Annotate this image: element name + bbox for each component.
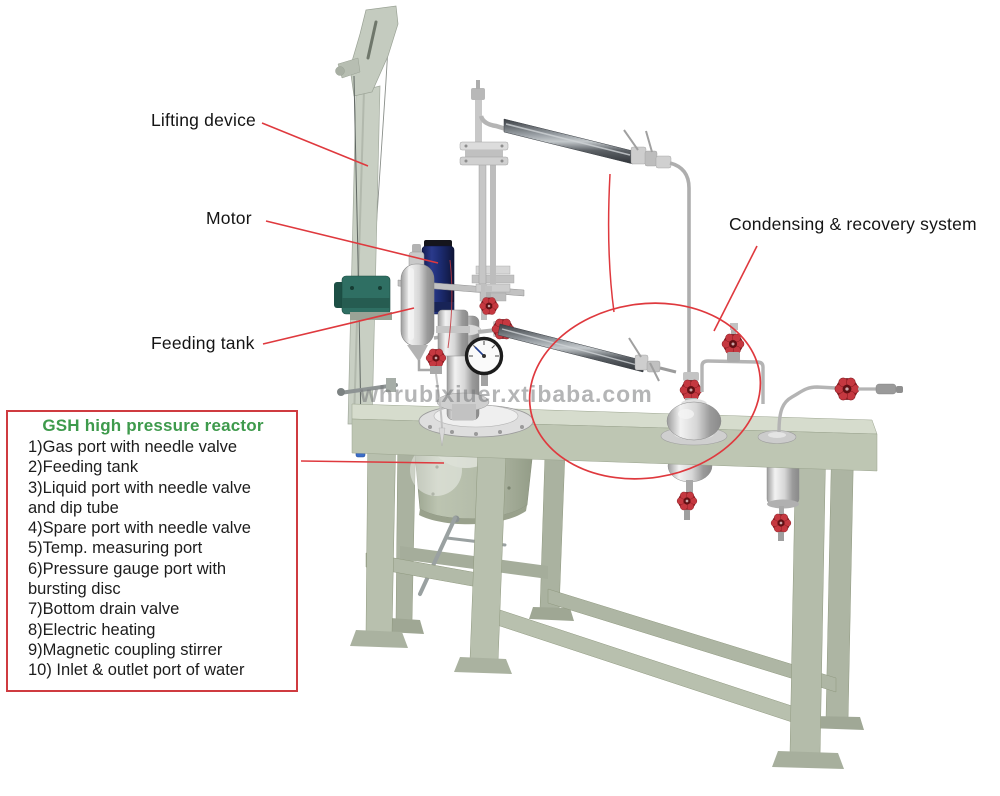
leader-line-motor [265,220,439,264]
leader-line-parts-box [300,460,445,464]
label-condensing-recovery: Condensing & recovery system [729,214,977,234]
parts-list-item: 9)Magnetic coupling stirrer [28,640,223,659]
parts-list: 1)Gas port with needle valve 2)Feeding ta… [28,437,290,681]
lifting-winch-motor [334,275,392,320]
middle-condenser [477,286,677,382]
label-feeding-tank: Feeding tank [151,333,255,353]
condensate-down-pipe [669,161,691,384]
parts-list-title: GSH high pressure reactor [42,416,264,435]
label-lifting-device: Lifting device [151,110,256,130]
leader-line-lifting-device [261,122,369,167]
leader-line-condenser [607,173,615,313]
annotation-ellipse [528,302,762,480]
feeding-tank-vessel [400,244,447,447]
parts-list-item: 6)Pressure gauge port with bursting disc [28,559,227,599]
receiver-tank [666,372,722,441]
spare-port-flange [757,430,797,444]
valve-handwheel [721,333,745,355]
parts-list-item: 3)Liquid port with needle valve and dip … [28,478,251,517]
lifting-mast [334,5,399,458]
parts-list-item: 1)Gas port with needle valve [28,438,238,456]
watermark-text: whrubixiuer.xtibaba.com [360,381,653,407]
dip-tube-needle [438,427,446,447]
motor-wire [447,259,453,349]
leader-line-condensing [713,245,758,332]
leader-line-feeding-tank [262,307,415,345]
outlet-s-pipe [777,377,903,433]
valve-handwheel [834,377,860,401]
parts-list-item: 8)Electric heating [28,620,156,639]
water-trap-drain-valve [770,513,792,541]
crank-rod [337,378,398,396]
motor-coupling [436,309,470,357]
label-motor: Motor [206,208,252,228]
parts-list-item: 10) Inlet & outlet port of water [28,661,245,680]
gas-loop-pipe [700,323,765,404]
parts-list-item: 2)Feeding tank [28,458,139,477]
lifting-cable [353,75,362,443]
receiver-drain-valve [676,491,698,520]
pressure-gauge [464,336,504,386]
top-condenser [478,115,691,384]
parts-list-item: 7)Bottom drain valve [28,600,180,619]
parts-list-box: GSH high pressure reactor 1)Gas port wit… [6,410,298,692]
parts-list-item: 5)Temp. measuring port [28,539,203,558]
stand-frame-front [350,423,844,769]
parts-list-item: 4)Spare port with needle valve [28,519,251,538]
annotation-overlay [261,122,762,480]
valve-handwheel [679,379,703,401]
